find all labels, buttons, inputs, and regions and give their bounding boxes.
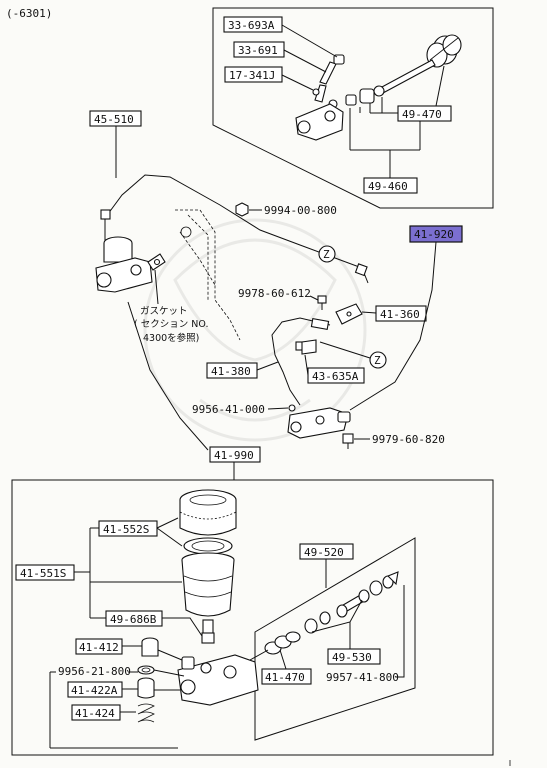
label-41-552S: 41-552S bbox=[98, 517, 183, 547]
svg-text:41-990: 41-990 bbox=[214, 449, 254, 462]
label-49-686B: 49-686B bbox=[105, 610, 203, 637]
washer-9956-part[interactable] bbox=[137, 665, 155, 675]
kit-spring-part[interactable] bbox=[369, 571, 399, 596]
svg-text:41-412: 41-412 bbox=[79, 641, 119, 654]
svg-text:41-551S: 41-551S bbox=[20, 567, 66, 580]
label-43-635A: 43-635A bbox=[304, 354, 365, 384]
svg-text:41-552S: 41-552S bbox=[103, 523, 149, 536]
label-9956-21-800: 9956-21-800 bbox=[49, 665, 178, 749]
svg-text:33-693A: 33-693A bbox=[228, 19, 275, 32]
release-cylinder-assembled[interactable] bbox=[287, 407, 351, 439]
svg-text:4300を参照): 4300を参照) bbox=[143, 332, 199, 344]
svg-text:49-520: 49-520 bbox=[304, 546, 344, 559]
label-49-520: 49-520 bbox=[299, 543, 354, 588]
header-code: (-6301) bbox=[6, 7, 52, 20]
washer-part[interactable] bbox=[288, 404, 296, 412]
gasket-note: ガスケット ( セクション NO. 4300を参照) bbox=[134, 269, 208, 344]
svg-text:33-691: 33-691 bbox=[238, 44, 278, 57]
svg-text:( セクション NO.: ( セクション NO. bbox=[134, 319, 208, 330]
kit-rod-part[interactable] bbox=[249, 649, 269, 661]
label-41-990: 41-990 bbox=[127, 301, 261, 480]
label-49-460: 49-460 bbox=[349, 108, 421, 194]
svg-text:17-341J: 17-341J bbox=[229, 69, 275, 82]
label-41-422A: 41-422A bbox=[67, 681, 138, 698]
label-49-530: 49-530 bbox=[311, 599, 381, 665]
label-9957-41-800: 9957-41-800 bbox=[326, 585, 405, 684]
svg-text:41-380: 41-380 bbox=[211, 365, 251, 378]
piston-cup-parts[interactable] bbox=[328, 88, 375, 109]
reservoir-diaphragm[interactable] bbox=[183, 537, 233, 555]
svg-text:41-424: 41-424 bbox=[75, 707, 115, 720]
label-17-341J: 17-341J bbox=[224, 66, 314, 91]
label-45-510: 45-510 bbox=[89, 110, 142, 178]
inner-kit-box bbox=[254, 537, 416, 741]
label-41-470: 41-470 bbox=[261, 649, 312, 685]
watermark-logo bbox=[143, 218, 367, 442]
svg-text:9979-60-820: 9979-60-820 bbox=[372, 433, 445, 446]
kit-cup-parts[interactable] bbox=[304, 611, 331, 634]
label-9978-60-612: 9978-60-612 bbox=[238, 287, 319, 301]
svg-text:49-530: 49-530 bbox=[332, 651, 372, 664]
master-cylinder-box bbox=[11, 479, 494, 756]
svg-text:Z: Z bbox=[323, 248, 330, 261]
hose-clip-part[interactable] bbox=[301, 339, 317, 355]
master-cylinder-body[interactable] bbox=[177, 654, 259, 706]
bolt-9979-part[interactable] bbox=[342, 433, 354, 449]
label-9956-41-000: 9956-41-000 bbox=[192, 403, 289, 416]
spring-part[interactable] bbox=[137, 703, 155, 723]
release-cylinder-box bbox=[212, 7, 494, 209]
svg-text:9956-41-000: 9956-41-000 bbox=[192, 403, 265, 416]
label-41-380: 41-380 bbox=[206, 361, 279, 379]
check-valve-part[interactable] bbox=[137, 677, 155, 699]
reservoir-cap[interactable] bbox=[179, 489, 237, 536]
reservoir-tank[interactable] bbox=[181, 552, 235, 635]
label-9994-00-800: 9994-00-800 bbox=[249, 204, 337, 217]
master-cylinder-leaders bbox=[153, 649, 185, 691]
label-41-920[interactable]: 41-920 bbox=[409, 225, 463, 243]
bracket-part[interactable] bbox=[335, 303, 363, 325]
label-41-424: 41-424 bbox=[71, 704, 136, 721]
nut-part[interactable] bbox=[235, 202, 249, 217]
reservoir-fitting[interactable] bbox=[201, 632, 215, 644]
label-41-412: 41-412 bbox=[75, 638, 142, 655]
svg-text:ガスケット: ガスケット bbox=[140, 306, 188, 317]
master-cylinder-assembly[interactable] bbox=[95, 236, 153, 293]
kit-piston-part[interactable] bbox=[336, 589, 370, 618]
svg-text:41-422A: 41-422A bbox=[71, 684, 118, 697]
push-rod-part[interactable] bbox=[373, 59, 436, 97]
label-49-470-top: 49-470 bbox=[359, 65, 452, 122]
svg-text:41-360: 41-360 bbox=[380, 308, 420, 321]
svg-text:49-470: 49-470 bbox=[402, 108, 442, 121]
label-9979-60-820: 9979-60-820 bbox=[354, 433, 445, 446]
label-41-551S: 41-551S bbox=[15, 527, 182, 619]
label-33-693A: 33-693A bbox=[223, 16, 338, 58]
svg-text:41-920: 41-920 bbox=[414, 228, 454, 241]
svg-text:49-460: 49-460 bbox=[368, 180, 408, 193]
label-41-360: 41-360 bbox=[361, 305, 427, 322]
cylinder-boot-part[interactable] bbox=[426, 34, 462, 68]
bleeder-screw-part[interactable] bbox=[312, 54, 345, 96]
kit-boot-part[interactable] bbox=[264, 631, 301, 655]
svg-text:9978-60-612: 9978-60-612 bbox=[238, 287, 311, 300]
release-cylinder-leader bbox=[349, 241, 437, 411]
svg-text:43-635A: 43-635A bbox=[312, 370, 359, 383]
svg-text:Z: Z bbox=[374, 354, 381, 367]
svg-text:41-470: 41-470 bbox=[265, 671, 305, 684]
callout-z-upper: Z bbox=[318, 245, 336, 263]
callout-z-lower: Z bbox=[319, 341, 387, 369]
clutch-pedal-bracket bbox=[175, 209, 241, 341]
svg-text:9994-00-800: 9994-00-800 bbox=[264, 204, 337, 217]
svg-text:9956-21-800: 9956-21-800 bbox=[58, 665, 131, 678]
label-33-691: 33-691 bbox=[233, 41, 327, 73]
svg-text:49-686B: 49-686B bbox=[110, 613, 157, 626]
svg-text:9957-41-800: 9957-41-800 bbox=[326, 671, 399, 684]
release-cylinder-body[interactable] bbox=[295, 84, 344, 141]
gasket-part[interactable] bbox=[147, 253, 166, 271]
connector-41-412-part[interactable] bbox=[141, 637, 159, 657]
svg-text:45-510: 45-510 bbox=[94, 113, 134, 126]
